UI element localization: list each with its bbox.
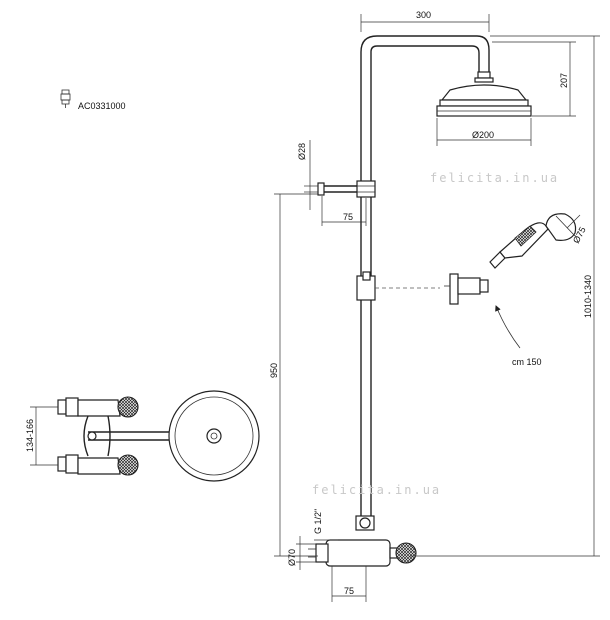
slider-bracket — [356, 271, 440, 301]
watermark-upper: felicita.in.ua — [430, 171, 559, 185]
dimension-lower-offset — [331, 566, 367, 602]
dimension-upper-offset — [321, 196, 367, 226]
dimension-inlet-diameter — [296, 536, 316, 570]
dimension-pipe-diameter — [304, 140, 318, 210]
thread-label: G 1/2" — [313, 509, 323, 534]
dimension-head-height — [492, 41, 576, 117]
upper-offset-label: 75 — [343, 212, 353, 222]
inlet-diameter-label: Ø70 — [287, 549, 297, 566]
shower-head-top-view — [168, 390, 260, 482]
head-diameter-label: Ø200 — [472, 130, 494, 140]
lower-offset-label: 75 — [344, 586, 354, 596]
pipe-diameter-label: Ø28 — [297, 143, 307, 160]
dimension-bracket-height — [274, 193, 318, 557]
dimension-inlet-spacing — [30, 406, 58, 466]
hand-shower — [489, 213, 577, 269]
bracket-height-label: 950 — [269, 363, 279, 378]
dimension-hand-shower-diameter — [566, 214, 581, 229]
cartridge-icon — [60, 89, 71, 108]
hand-shower-holder — [444, 273, 489, 305]
dimension-total-height — [410, 35, 600, 557]
dimension-head-diameter — [436, 118, 532, 146]
hose-arrow — [495, 305, 521, 349]
head-height-label: 207 — [559, 73, 569, 88]
total-height-label: 1010-1340 — [583, 275, 593, 318]
dimension-arm-length — [360, 14, 490, 32]
part-code: AC0331000 — [78, 101, 126, 111]
watermark-lower: felicita.in.ua — [312, 483, 441, 497]
inlet-spacing-label: 134-166 — [25, 419, 35, 452]
shower-head — [436, 71, 532, 117]
hose-length-label: cm 150 — [512, 357, 542, 367]
upper-connector — [317, 180, 376, 198]
wall-mixer — [308, 515, 417, 567]
arm-length-label: 300 — [416, 10, 431, 20]
mixer-side-view — [57, 396, 208, 476]
